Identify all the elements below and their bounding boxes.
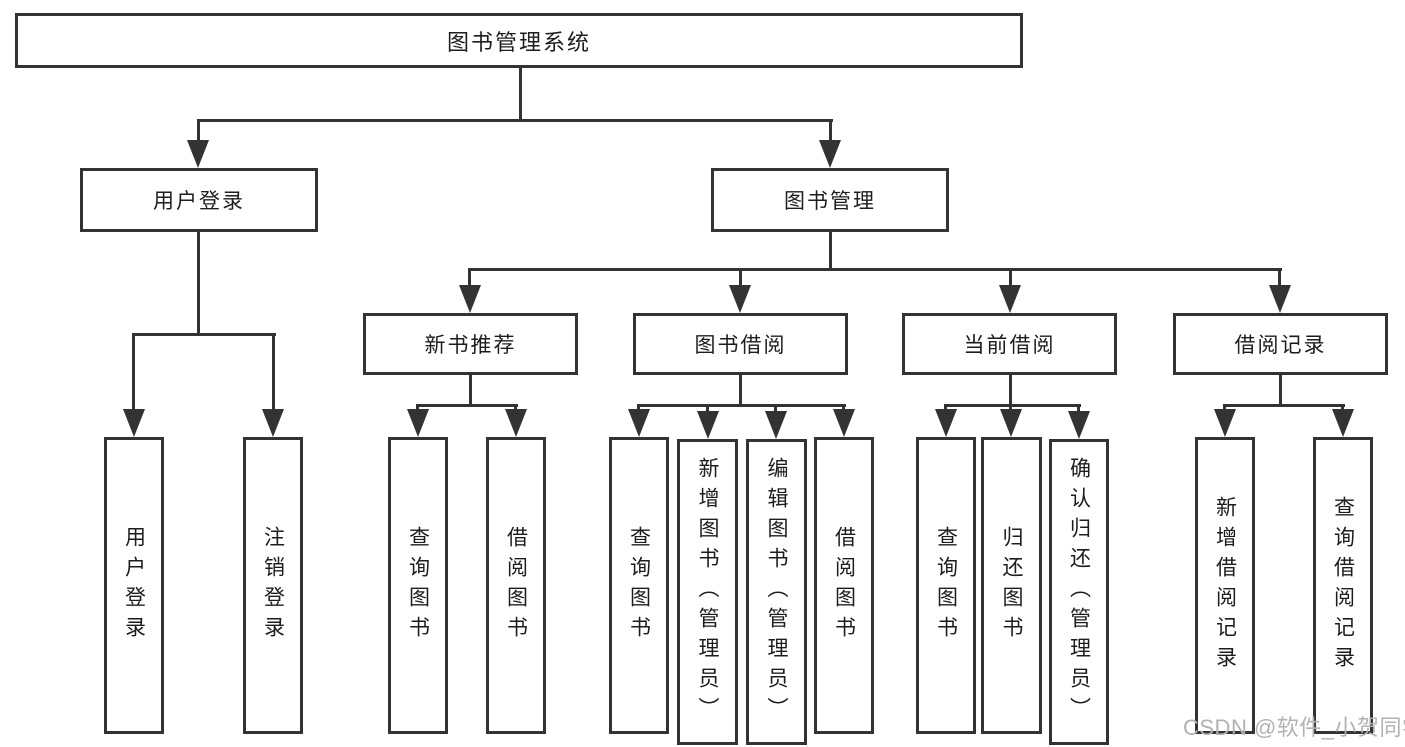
arrowhead-icon [1332, 409, 1354, 437]
leaf-bb-add-book-admin: 新增图书（管理员） [677, 439, 738, 745]
connector-bookmgmt-vline [829, 232, 832, 270]
leaf-nb-borrow-book: 借阅图书 [486, 437, 546, 734]
connector-stem [197, 120, 200, 142]
arrowhead-icon [999, 285, 1021, 313]
connector-stem [774, 406, 777, 412]
arrowhead-icon [505, 409, 527, 437]
connector-stem [1278, 270, 1281, 285]
node-user-login-label: 用户登录 [153, 190, 245, 213]
node-book-borrow: 图书借阅 [633, 313, 848, 375]
connector-stem [842, 406, 845, 410]
node-new-book-recommend: 新书推荐 [363, 313, 578, 375]
arrowhead-icon [628, 409, 650, 437]
arrowhead-icon [187, 140, 209, 168]
connector-stem [416, 406, 419, 410]
node-borrow-records: 借阅记录 [1173, 313, 1388, 375]
node-borrow-records-label: 借阅记录 [1234, 334, 1327, 357]
csdn-watermark: CSDN @软件_小贺同学 [1183, 715, 1405, 740]
leaf-logout-label: 注销登录 [261, 525, 285, 646]
arrowhead-icon [407, 409, 429, 437]
arrowhead-icon [765, 411, 787, 439]
arrowhead-icon [1269, 285, 1291, 313]
connector-stem [1223, 406, 1226, 410]
leaf-br-add-record-label: 新增借阅记录 [1213, 495, 1237, 676]
leaf-user-login: 用户登录 [104, 437, 164, 734]
connector-userlogin-vline [197, 232, 200, 335]
arrowhead-icon [1000, 409, 1022, 437]
leaf-nb-borrow-book-label: 借阅图书 [504, 525, 528, 646]
leaf-cb-return-book-label: 归还图书 [1000, 525, 1023, 646]
node-book-borrow-label: 图书借阅 [694, 334, 787, 357]
arrowhead-icon [819, 140, 841, 168]
node-root-label: 图书管理系统 [446, 29, 591, 55]
node-new-book-recommend-label: 新书推荐 [424, 334, 517, 357]
node-user-login: 用户登录 [80, 168, 318, 232]
leaf-cb-query-book-label: 查询图书 [934, 525, 958, 646]
leaf-bb-query-book-label: 查询图书 [627, 525, 651, 646]
connector-records-hline [1223, 404, 1345, 407]
arrowhead-icon [935, 409, 957, 437]
leaf-user-login-label: 用户登录 [122, 525, 146, 646]
arrowhead-icon [459, 285, 481, 313]
leaf-cb-confirm-return-admin: 确认归还（管理员） [1049, 439, 1109, 745]
connector-stem [132, 335, 135, 409]
arrowhead-icon [1068, 411, 1090, 439]
connector-stem [1009, 406, 1012, 410]
connector-stem [514, 406, 517, 410]
connector-stem [468, 270, 471, 285]
leaf-bb-edit-book-admin-label: 编辑图书（管理员） [765, 457, 788, 727]
leaf-cb-query-book: 查询图书 [916, 437, 976, 734]
connector-stem [829, 120, 832, 142]
node-root: 图书管理系统 [15, 13, 1023, 68]
connector-records-vline [1279, 375, 1282, 406]
connector-newbook-hline [416, 404, 518, 407]
connector-currentborrow-vline [1009, 375, 1012, 406]
leaf-logout: 注销登录 [243, 437, 303, 734]
leaf-br-query-record-label: 查询借阅记录 [1331, 495, 1355, 676]
leaf-bb-add-book-admin-label: 新增图书（管理员） [696, 457, 719, 727]
arrowhead-icon [262, 409, 284, 437]
node-book-management: 图书管理 [711, 168, 949, 232]
connector-bookborrow-vline [739, 375, 742, 406]
connector-bookborrow-hline [637, 404, 846, 407]
leaf-bb-query-book: 查询图书 [609, 437, 669, 734]
arrowhead-icon [123, 409, 145, 437]
connector-stem [739, 270, 742, 285]
arrowhead-icon [833, 409, 855, 437]
leaf-cb-confirm-return-admin-label: 确认归还（管理员） [1067, 457, 1091, 727]
connector-root-vline [519, 66, 522, 121]
leaf-bb-borrow-book-label: 借阅图书 [832, 525, 856, 646]
leaf-bb-edit-book-admin: 编辑图书（管理员） [746, 439, 807, 745]
arrowhead-icon [1214, 409, 1236, 437]
connector-stem [1077, 406, 1080, 412]
connector-currentborrow-hline [944, 404, 1081, 407]
connector-newbook-vline [469, 375, 472, 406]
connector-stem [1341, 406, 1344, 410]
connector-root-hline [197, 119, 833, 122]
leaf-nb-query-book: 查询图书 [388, 437, 448, 734]
arrowhead-icon [697, 411, 719, 439]
leaf-bb-borrow-book: 借阅图书 [814, 437, 874, 734]
connector-stem [272, 335, 275, 409]
leaf-br-query-record: 查询借阅记录 [1313, 437, 1373, 734]
connector-stem [944, 406, 947, 410]
connector-stem [706, 406, 709, 412]
connector-userlogin-hline [132, 333, 276, 336]
connector-stem [1009, 270, 1012, 285]
leaf-nb-query-book-label: 查询图书 [406, 525, 430, 646]
arrowhead-icon [729, 285, 751, 313]
leaf-cb-return-book: 归还图书 [981, 437, 1042, 734]
connector-bookmgmt-hline [468, 268, 1282, 271]
node-current-borrow: 当前借阅 [902, 313, 1117, 375]
node-book-management-label: 图书管理 [784, 190, 876, 213]
node-current-borrow-label: 当前借阅 [963, 334, 1056, 357]
leaf-br-add-record: 新增借阅记录 [1195, 437, 1255, 734]
connector-stem [637, 406, 640, 410]
